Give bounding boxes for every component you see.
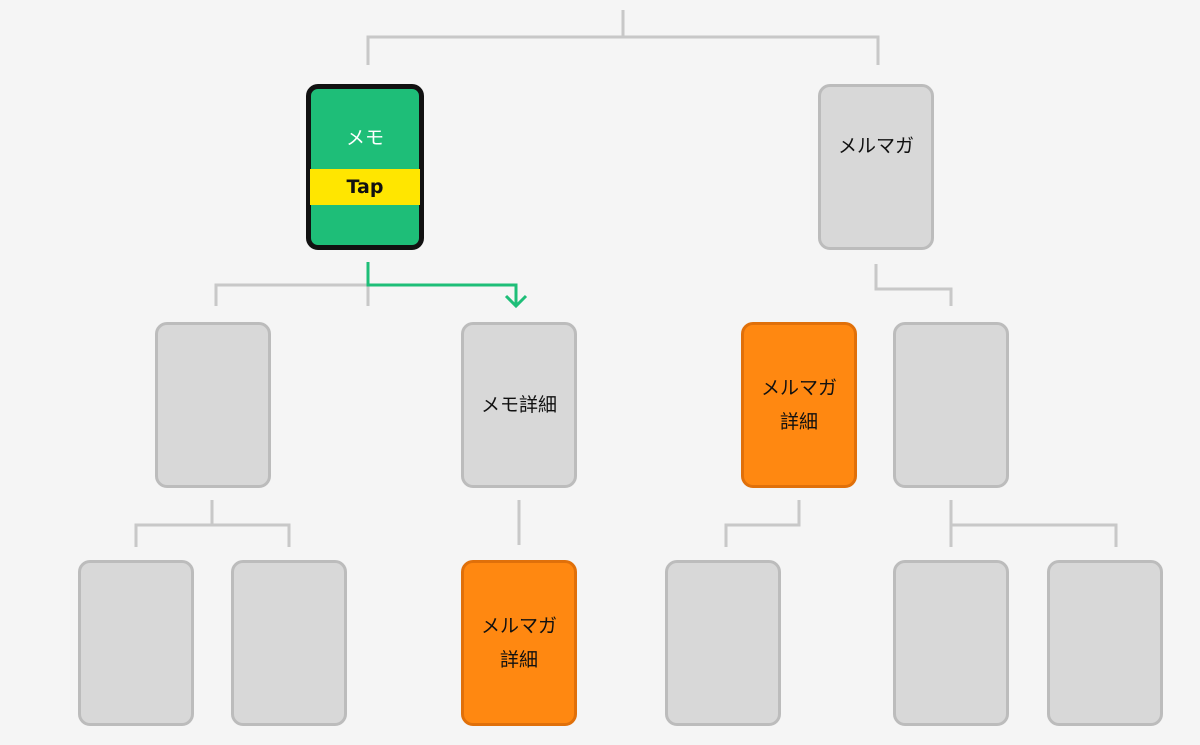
memo-detail-card[interactable]: メモ詳細	[461, 322, 577, 488]
memo-detail-card-label: メモ詳細	[480, 394, 557, 416]
tap-badge[interactable]: Tap	[310, 169, 420, 205]
connector-melmaga-detail-child	[724, 500, 801, 547]
melmaga-detail-card-lower[interactable]: メルマガ 詳細	[461, 560, 577, 726]
highlight-arrow-head	[504, 294, 528, 309]
empty-card-level3-6[interactable]	[1047, 560, 1163, 726]
empty-card-level2-right[interactable]	[893, 322, 1009, 488]
melmaga-detail-card-upper-label: メルマガ 詳細	[760, 377, 837, 433]
empty-card-level3-5[interactable]	[893, 560, 1009, 726]
empty-card-level2-left[interactable]	[155, 322, 271, 488]
empty-card-level3-4[interactable]	[665, 560, 781, 726]
empty-card-level3-1[interactable]	[78, 560, 194, 726]
connector-right-children	[949, 500, 1118, 547]
memo-card[interactable]: メモ Tap	[306, 84, 424, 250]
melmaga-card-label: メルマガ	[837, 135, 914, 157]
highlight-arrow	[366, 262, 518, 306]
melmaga-detail-card-upper[interactable]: メルマガ 詳細	[741, 322, 857, 488]
connector-root	[366, 10, 880, 65]
memo-card-label: メモ	[345, 127, 384, 149]
melmaga-detail-card-lower-label: メルマガ 詳細	[480, 615, 557, 671]
melmaga-card[interactable]: メルマガ	[818, 84, 934, 250]
empty-card-level3-2[interactable]	[231, 560, 347, 726]
connector-memo-children	[214, 283, 370, 306]
connector-melmaga-children	[874, 264, 953, 306]
connector-left-children	[134, 500, 291, 547]
